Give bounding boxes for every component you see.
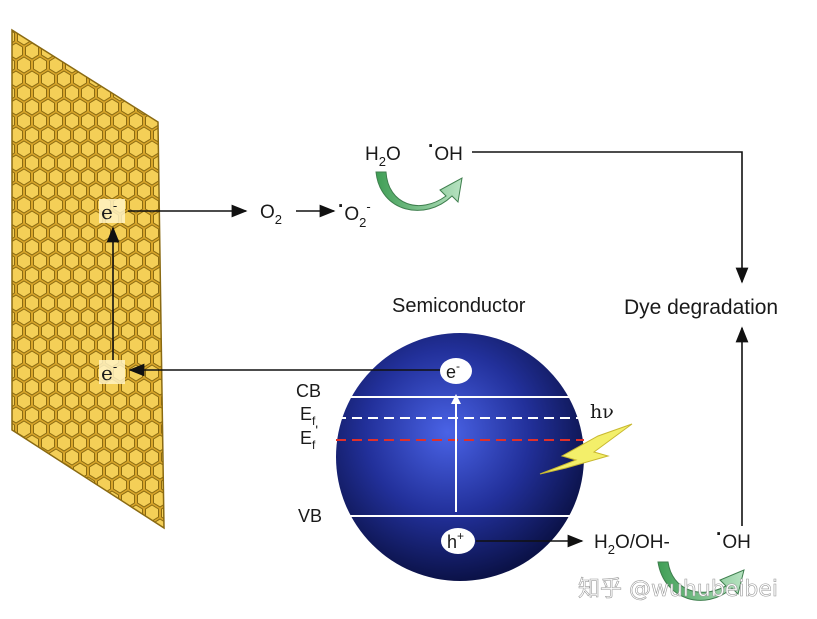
water-label-top: H2O [365, 144, 401, 169]
ef-label: Ef [300, 404, 316, 428]
cb-label: CB [296, 381, 321, 401]
graphene-sheet [11, 28, 165, 530]
ef-prime-label: Ef' [300, 422, 318, 452]
watermark: 知乎 @wuhubeibei [578, 577, 778, 602]
electron-bubble [440, 358, 472, 384]
superoxide-label: ·O2- [338, 196, 371, 230]
curved-arrow-top [375, 171, 463, 211]
vb-label: VB [298, 506, 322, 526]
semiconductor-sphere [336, 333, 584, 581]
semiconductor-hole: h+ [447, 529, 464, 552]
water-hydroxide-label: H2O/OH- [594, 532, 670, 557]
hydroxyl-label-top: ·OH [428, 136, 463, 165]
curved-arrow-bottom [657, 561, 745, 601]
dye-degradation-label: Dye degradation [624, 296, 778, 319]
top-oh-to-dye-arrow [472, 151, 749, 284]
semiconductor-title: Semiconductor [392, 295, 526, 317]
semiconductor-electron: e- [446, 359, 460, 382]
graphene-electron-top: e- [101, 199, 117, 224]
hydroxyl-label-bottom: ·OH [716, 524, 751, 553]
lightning-icon [539, 423, 633, 475]
graphene-electron-bottom: e- [101, 360, 117, 385]
oxygen-label: O2 [260, 202, 282, 227]
hole-bubble [441, 528, 475, 554]
light-label: hν [590, 401, 614, 423]
